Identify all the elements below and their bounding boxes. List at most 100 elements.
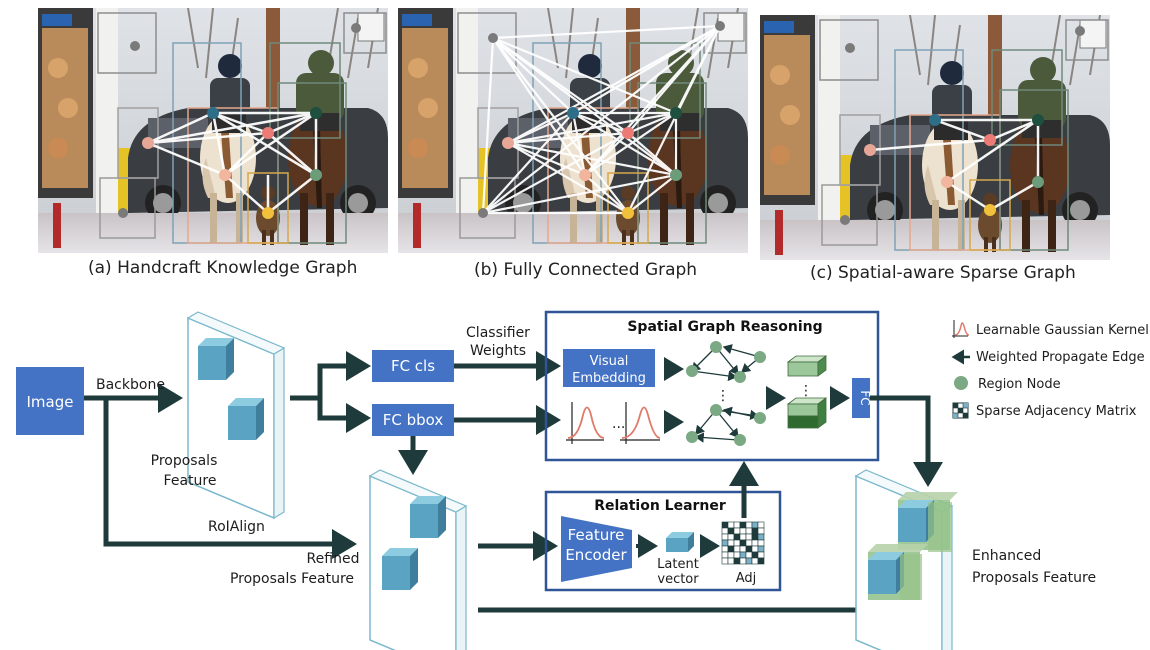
- panel-c-graph-nodes: [840, 26, 1085, 225]
- sparse-matrix-legend-icon: [952, 402, 969, 419]
- svg-text:⋮: ⋮: [799, 383, 813, 399]
- classifier-weights-label-2: Weights: [470, 343, 526, 359]
- gaussian-dots: ...: [612, 416, 625, 432]
- spatial-graph-reasoning-title: Spatial Graph Reasoning: [627, 319, 822, 335]
- spatial-graph-reasoning-frame: [544, 310, 880, 462]
- adjacency-cell: [757, 527, 765, 535]
- fc-bbox-label: FC bbox: [383, 411, 444, 429]
- adjacency-cell: [739, 557, 747, 565]
- adjacency-cell: [745, 545, 753, 553]
- panel-c-photo: [760, 15, 1110, 260]
- adjacency-cell: [733, 521, 741, 529]
- image-label: Image: [27, 393, 74, 411]
- legend-node: Region Node: [978, 377, 1061, 392]
- panel-a-graph-edges: [147, 111, 318, 214]
- adjacency-cell: [739, 533, 747, 541]
- adjacency-cell: [739, 539, 747, 547]
- adjacency-cell: [733, 551, 741, 559]
- adjacency-cell: [727, 551, 735, 559]
- adjacency-cell: [757, 533, 765, 541]
- enhanced-label-1: Enhanced: [972, 548, 1041, 564]
- proposals-feature-label-1: Proposals: [151, 453, 218, 469]
- caption-b: (b) Fully Connected Graph: [474, 260, 698, 280]
- refined-label-1: Refined: [307, 551, 360, 567]
- adjacency-cell: [721, 545, 729, 553]
- adjacency-cell: [757, 557, 765, 565]
- adjacency-cell: [751, 545, 759, 553]
- enhanced-proposals-panel: [855, 469, 958, 650]
- relation-learner-frame: [544, 490, 782, 592]
- caption-a: (a) Handcraft Knowledge Graph: [88, 258, 358, 278]
- roialign-label: RoIAlign: [208, 519, 265, 535]
- adjacency-cell: [745, 551, 753, 559]
- roialign-arrow: [103, 398, 357, 559]
- adjacency-cell: [721, 533, 729, 541]
- refined-label-2: Proposals Feature: [230, 571, 354, 587]
- graph-output-features: ⋮: [786, 355, 828, 429]
- adjacency-cell: [745, 539, 753, 547]
- legend: Learnable Gaussian Kernel Weighted Propa…: [951, 320, 1149, 419]
- adjacency-cell: [739, 521, 747, 529]
- adjacency-cell: [727, 521, 735, 529]
- adjacency-cell: [751, 521, 759, 529]
- gaussian-kernel-plot-2: [620, 402, 661, 444]
- adjacency-cell: [751, 557, 759, 565]
- panel-b-graph-nodes: [478, 21, 725, 219]
- legend-edge: Weighted Propagate Edge: [976, 350, 1145, 365]
- panel-a-photo: [38, 8, 388, 253]
- panel-b-graph-edges: [481, 24, 721, 215]
- adjacency-cell: [721, 557, 729, 565]
- legend-gaussian: Learnable Gaussian Kernel: [976, 323, 1149, 338]
- adjacency-cell: [751, 533, 759, 541]
- feature-encoder-label-2: Encoder: [565, 546, 627, 564]
- feature-encoder-block: [561, 516, 632, 582]
- adjacency-cell: [733, 527, 741, 535]
- visual-embedding-label-2: Embedding: [572, 371, 646, 386]
- adjacency-cell: [727, 527, 735, 535]
- legend-sparse: Sparse Adjacency Matrix: [976, 404, 1137, 419]
- image-box: [16, 367, 84, 435]
- refined-proposals-panel: [369, 469, 467, 650]
- adjacency-cell: [739, 545, 747, 553]
- graph-dots: ⋮: [716, 388, 730, 404]
- latent-vector-cube: [666, 532, 694, 552]
- adjacency-cell: [733, 533, 741, 541]
- adjacency-cell: [757, 551, 765, 559]
- fc-bbox-box: [372, 404, 454, 436]
- proposals-feature-label-2: Feature: [164, 473, 217, 489]
- adjacency-cell: [745, 521, 753, 529]
- feature-encoder-label-1: Feature: [568, 526, 625, 544]
- region-node-legend-icon: [954, 376, 968, 390]
- adjacency-cell: [757, 545, 765, 553]
- panel-a-graph-nodes: [118, 23, 361, 219]
- adjacency-cell: [721, 521, 729, 529]
- adjacency-cell: [751, 527, 759, 535]
- panel-b-photo: [398, 8, 748, 253]
- adjacency-cell: [727, 545, 735, 553]
- region-graph-top: [686, 341, 766, 383]
- fc-box: [852, 378, 870, 418]
- panel-c-graph-edges: [869, 118, 1040, 212]
- adjacency-cell: [727, 539, 735, 547]
- gaussian-kernel-plot-1: [566, 402, 605, 444]
- adjacency-cell: [745, 557, 753, 565]
- adjacency-cell: [757, 539, 765, 547]
- backbone-label: Backbone: [96, 377, 165, 393]
- adjacency-cell: [733, 545, 741, 553]
- fc-cls-box: [372, 350, 454, 382]
- adjacency-matrix: [721, 521, 765, 565]
- classifier-weights-label-1: Classifier: [466, 325, 530, 341]
- gaussian-kernel-legend-icon: [952, 320, 970, 338]
- adjacency-cell: [751, 539, 759, 547]
- adj-label: Adj: [736, 571, 757, 586]
- adjacency-cell: [751, 551, 759, 559]
- to-fc-bbox-arrow: [317, 398, 371, 433]
- region-graph-bottom: [686, 404, 766, 446]
- adjacency-cell: [721, 539, 729, 547]
- relation-learner-title: Relation Learner: [594, 498, 726, 514]
- adjacency-cell: [721, 527, 729, 535]
- adjacency-cell: [745, 533, 753, 541]
- adjacency-cell: [721, 551, 729, 559]
- adjacency-cell: [739, 527, 747, 535]
- adjacency-cell: [727, 557, 735, 565]
